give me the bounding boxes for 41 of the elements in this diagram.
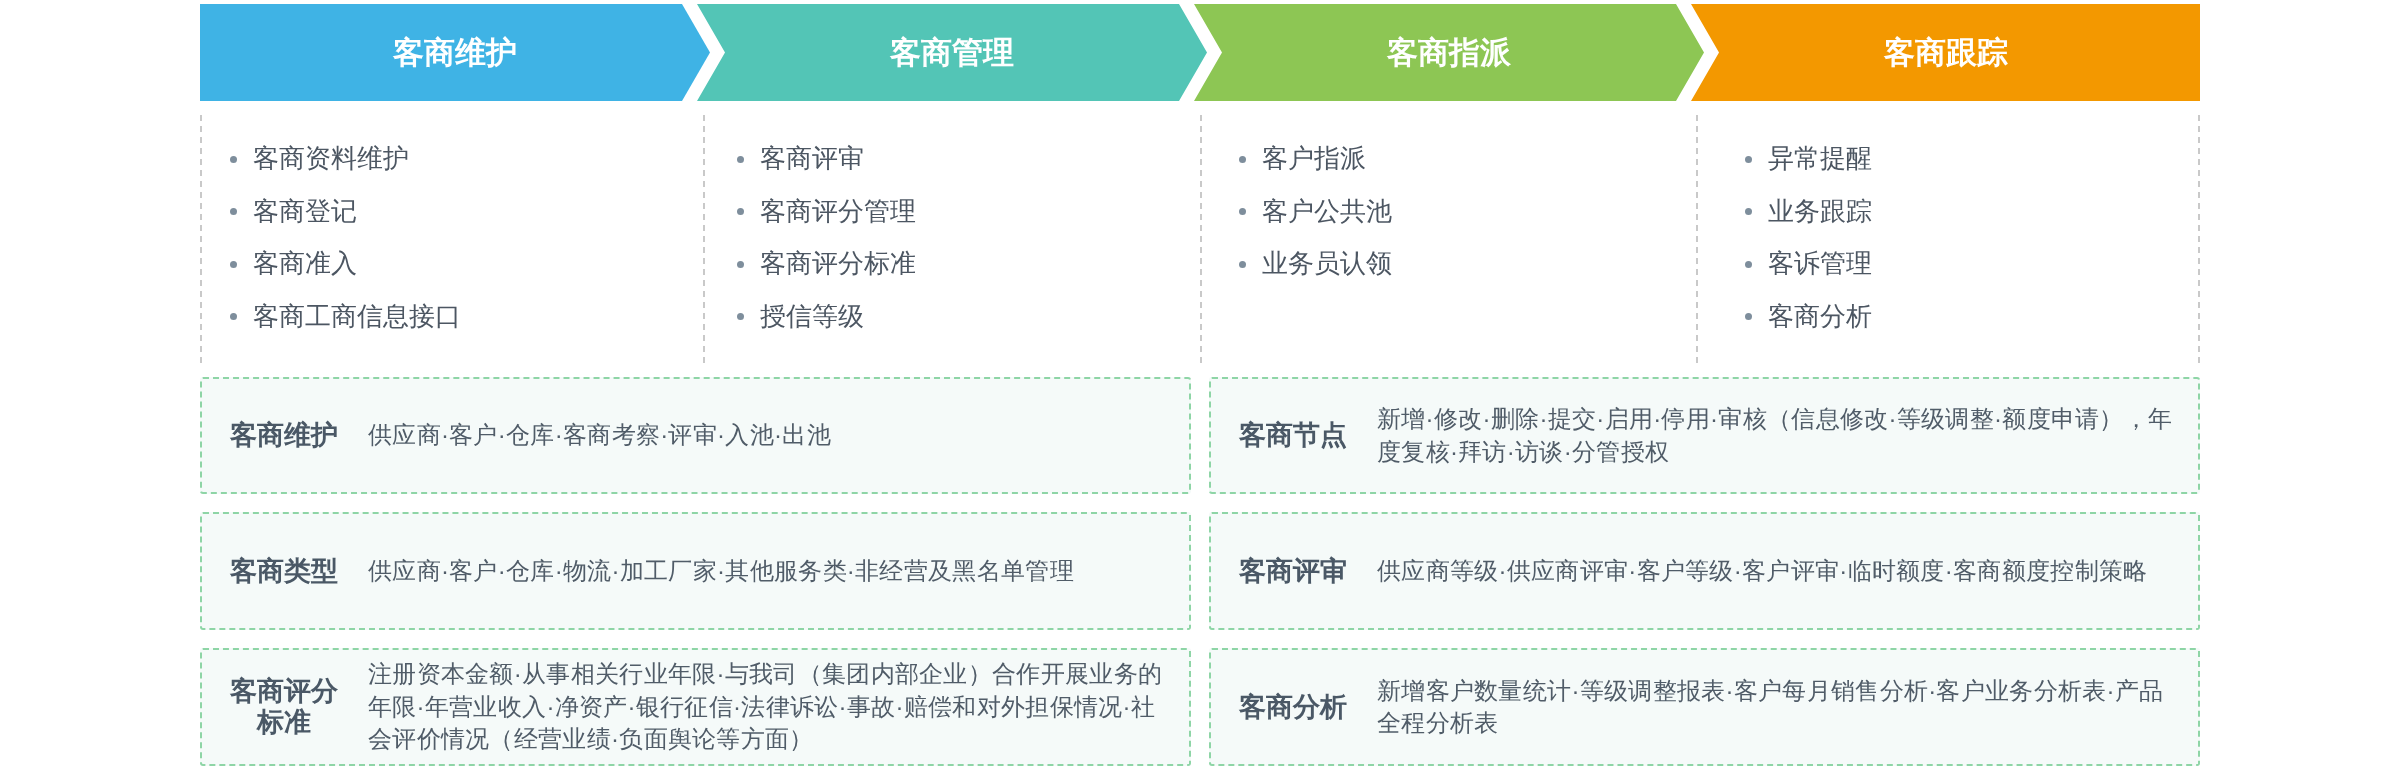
stage-banner [1194, 4, 1704, 101]
list-item-text: 客商准入 [253, 248, 357, 280]
box-description: 注册资本金额·从事相关行业年限·与我司（集团内部企业）合作开展业务的年限·年营业收入·净资产·银行征信·法律诉讼·事故·赔偿和对外担保情况·社会评价情况（经营业绩·负面舆论等方面） [368, 659, 1164, 755]
box-heading: 客商维护 [229, 420, 339, 451]
info-box [200, 648, 1191, 766]
stage-title: 客商管理 [890, 33, 1014, 72]
list-item-text: 客诉管理 [1768, 248, 1872, 280]
box-heading: 客商类型 [229, 555, 339, 587]
box-description: 供应商等级·供应商评审·客户等级·客户评审·临时额度·客商额度控制策略 [1377, 555, 2149, 586]
box-description: 新增客户数量统计·等级调整报表·客户每月销售分析·客户业务分析表·产品全程分析表 [1377, 675, 2165, 738]
box-description: 供应商·客户·仓库·物流·加工厂家·其他服务类·非经营及黑名单管理 [368, 555, 1075, 586]
stage-title: 客商跟踪 [1883, 33, 2008, 72]
list-item-text: 客商分析 [1768, 300, 1872, 333]
list-item-text: 授信等级 [760, 300, 864, 333]
info-box [1209, 512, 2200, 630]
list-item-text: 客商评审 [760, 143, 864, 175]
list-item-text: 客商评分标准 [760, 248, 916, 280]
list-item-text: 客户指派 [1262, 143, 1366, 175]
list-item-text: 客商工商信息接口 [253, 300, 461, 333]
stage-banner [200, 4, 710, 101]
info-box [200, 377, 1191, 494]
box-heading: 客商分析 [1238, 691, 1348, 723]
list-item-text: 业务跟踪 [1768, 195, 1872, 228]
list-item-text: 异常提醒 [1768, 143, 1872, 175]
box-description: 供应商·客户·仓库·客商考察·评审·入池·出池 [368, 420, 832, 451]
stage-banner [697, 4, 1207, 101]
stage-banner [1691, 4, 2200, 101]
box-heading: 客商评分标准 [229, 676, 339, 738]
list-item-text: 客商评分管理 [760, 195, 916, 228]
info-box [1209, 377, 2200, 494]
list-item-text: 业务员认领 [1262, 248, 1392, 280]
box-heading: 客商节点 [1238, 420, 1348, 451]
box-description: 新增·修改·删除·提交·启用·停用·审核（信息修改·等级调整·额度申请），年度复核·拜访·访谈·分管授权 [1377, 404, 2174, 467]
list-item-text: 客商登记 [253, 195, 357, 228]
info-box [200, 512, 1191, 630]
box-heading: 客商评审 [1238, 555, 1348, 587]
stage-title: 客商指派 [1387, 33, 1511, 72]
stage-title: 客商维护 [393, 33, 517, 72]
list-item-text: 客商资料维护 [253, 143, 409, 175]
info-box [1209, 648, 2200, 766]
list-item-text: 客户公共池 [1262, 195, 1392, 228]
